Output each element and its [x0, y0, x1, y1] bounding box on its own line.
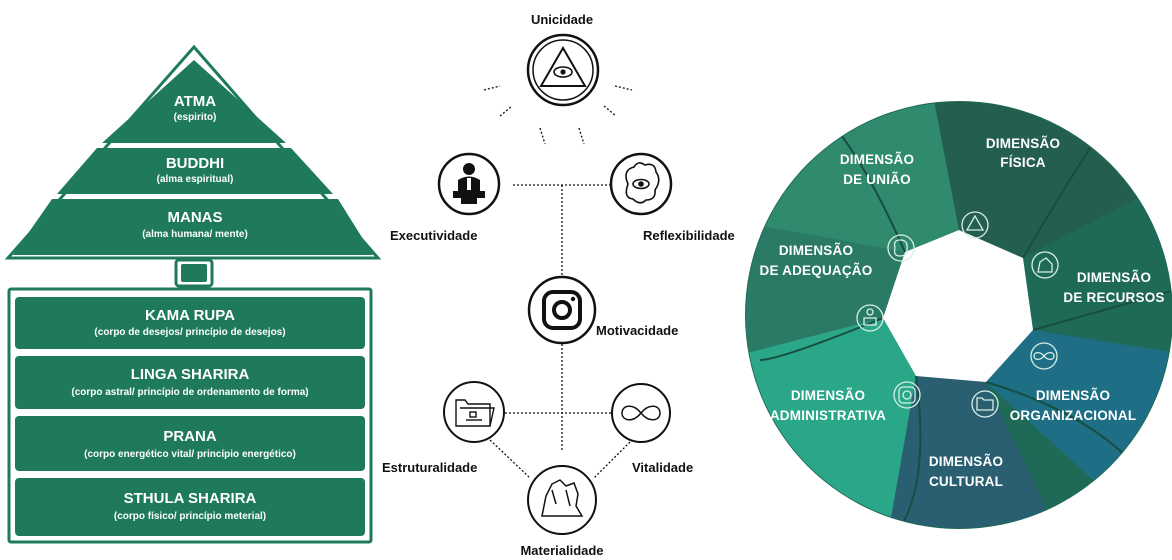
- ring-eye-triangle-icon: [961, 211, 989, 239]
- tier-title-linga-sharira: LINGA SHARIRA: [131, 366, 250, 383]
- ring-podium-icon: [856, 304, 884, 332]
- tier-sub-atma: (espirito): [174, 112, 217, 123]
- base-tier-sthula-sharira: [15, 478, 365, 536]
- dim-organizacional-line1: DIMENSÃO: [1036, 388, 1110, 403]
- label-executividade: Executividade: [390, 228, 477, 243]
- tier-sub-prana: (corpo energético vital/ princípio energ…: [84, 449, 296, 460]
- tier-title-buddhi: BUDDHI: [166, 155, 224, 172]
- pyramid: ATMA (espirito) BUDDHI (alma espiritual)…: [4, 44, 382, 544]
- base-tier-kama-rupa: [15, 297, 365, 349]
- network: Unicidade Executividade Reflexibilidade: [382, 12, 735, 558]
- pyramid-tier-manas: [13, 199, 373, 255]
- blade-cultural: [860, 376, 1080, 528]
- label-motivacidade: Motivacidade: [596, 323, 678, 338]
- infinity-icon: [621, 405, 661, 421]
- base-tier-linga-sharira: [15, 356, 365, 409]
- camera-icon: [542, 290, 582, 330]
- dim-organizacional-line2: ORGANIZACIONAL: [1010, 408, 1137, 423]
- tier-sub-sthula-sharira: (corpo físico/ princípio meterial): [114, 511, 266, 522]
- dim-administrativa-line1: DIMENSÃO: [791, 388, 865, 403]
- dim-recursos-line2: DE RECURSOS: [1063, 290, 1164, 305]
- base-tier-prana: [15, 416, 365, 471]
- unicidade-rays: [483, 85, 633, 145]
- label-reflexibilidade: Reflexibilidade: [643, 228, 735, 243]
- tier-title-manas: MANAS: [168, 209, 223, 226]
- dim-adequacao-line2: DE ADEQUAÇÃO: [760, 263, 873, 278]
- tier-sub-kama-rupa: (corpo de desejos/ princípio de desejos): [94, 327, 285, 338]
- ring-brain-icon: [887, 234, 915, 262]
- folder-icon: [455, 399, 495, 427]
- label-estruturalidade: Estruturalidade: [382, 460, 477, 475]
- dim-cultural-line2: CULTURAL: [929, 474, 1003, 489]
- tier-title-kama-rupa: KAMA RUPA: [145, 307, 235, 324]
- tier-sub-buddhi: (alma espiritual): [157, 174, 234, 185]
- aperture-hole: [883, 230, 1033, 382]
- node-estruturalidade: [443, 381, 505, 443]
- aperture-ring: DIMENSÃO FÍSICA DIMENSÃO DE RECURSOS DIM…: [745, 101, 1172, 529]
- tier-title-prana: PRANA: [163, 428, 217, 445]
- node-unicidade: [526, 33, 600, 107]
- tier-sub-linga-sharira: (corpo astral/ princípio de ordenamento …: [71, 387, 308, 398]
- ring-rock-icon: [1031, 251, 1059, 279]
- node-motivacidade: [527, 275, 597, 345]
- tier-sub-manas: (alma humana/ mente): [142, 229, 248, 240]
- node-vitalidade: [611, 383, 671, 443]
- ring-camera-icon: [893, 381, 921, 409]
- dim-recursos-line1: DIMENSÃO: [1077, 270, 1151, 285]
- pyramid-connector-core: [181, 264, 207, 282]
- ring-icons: [856, 211, 1059, 418]
- pyramid-base: [7, 287, 373, 544]
- dim-cultural-line1: DIMENSÃO: [929, 454, 1003, 469]
- brain-eye-icon: [625, 162, 660, 204]
- dim-fisica-line1: DIMENSÃO: [986, 136, 1060, 151]
- eye-triangle-icon: [539, 46, 587, 87]
- dim-adequacao-line1: DIMENSÃO: [779, 243, 853, 258]
- node-materialidade: [527, 465, 597, 535]
- dim-administrativa-line2: ADMINISTRATIVA: [770, 408, 886, 423]
- dim-uniao-line2: DE UNIÃO: [843, 172, 911, 187]
- tier-title-atma: ATMA: [174, 93, 216, 110]
- ring-folder-icon: [971, 390, 999, 418]
- pyramid-connector: [174, 258, 214, 288]
- dim-fisica-line2: FÍSICA: [1000, 155, 1046, 170]
- label-unicidade: Unicidade: [531, 12, 593, 27]
- label-materialidade: Materialidade: [520, 543, 603, 558]
- rock-icon: [541, 479, 584, 517]
- tier-title-sthula-sharira: STHULA SHARIRA: [124, 490, 257, 507]
- pyramid-tier-atma: [102, 60, 286, 143]
- node-executividade: [437, 152, 501, 216]
- dim-uniao-line1: DIMENSÃO: [840, 152, 914, 167]
- ring-infinity-icon: [1030, 342, 1058, 370]
- executive-podium-icon: [453, 163, 485, 204]
- network-connectors: [489, 184, 631, 479]
- pyramid-tier-buddhi: [57, 148, 333, 194]
- node-reflexibilidade: [609, 152, 673, 216]
- label-vitalidade: Vitalidade: [632, 460, 693, 475]
